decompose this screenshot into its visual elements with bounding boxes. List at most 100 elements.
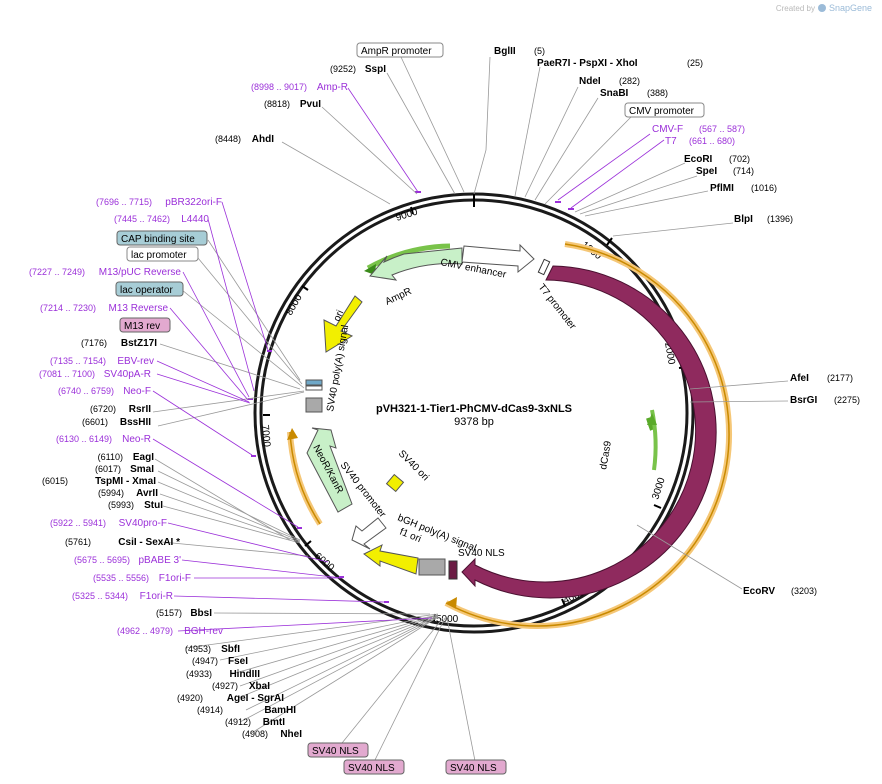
neo-orf-arc-core bbox=[289, 431, 321, 525]
site-bbsi[interactable]: BbsI bbox=[190, 608, 212, 619]
site-bamhi-pos: (4914) bbox=[197, 705, 223, 715]
site-afei[interactable]: AfeI bbox=[790, 373, 809, 384]
tick-label-7000: 7000 bbox=[259, 424, 272, 448]
primer-pbabe-pos: (5675 .. 5695) bbox=[74, 555, 130, 565]
dcas9-orf-arc-core bbox=[445, 243, 730, 627]
orf-arcs bbox=[287, 241, 733, 629]
site-sbfi[interactable]: SbfI bbox=[221, 644, 240, 655]
tick-1000 bbox=[606, 237, 613, 246]
primer-neof[interactable]: Neo-F bbox=[123, 386, 151, 397]
sv40-promoter-feature[interactable] bbox=[351, 517, 387, 550]
site-xbai[interactable]: XbaI bbox=[249, 681, 270, 692]
site-bmti[interactable]: BmtI bbox=[263, 717, 285, 728]
dcas9-feature[interactable] bbox=[461, 265, 717, 599]
cmv-promoter-box[interactable] bbox=[624, 102, 705, 118]
site-bamhi[interactable]: BamHI bbox=[264, 705, 296, 716]
site-eagi[interactable]: EagI bbox=[133, 452, 154, 463]
bgh-polya-feature[interactable] bbox=[418, 558, 446, 576]
site-paer7i[interactable]: PaeR7I - PspXI - XhoI bbox=[537, 58, 638, 69]
primer-pbr322[interactable]: pBR322ori-F bbox=[165, 197, 222, 208]
primer-f1orir[interactable]: F1ori-R bbox=[140, 591, 173, 602]
site-bglii[interactable]: BglII bbox=[494, 46, 516, 57]
orf-green-right-arrow bbox=[647, 413, 657, 425]
site-spei[interactable]: SpeI bbox=[696, 166, 717, 177]
ampr-promoter-box[interactable] bbox=[356, 42, 444, 58]
primer-l4440-pos: (7445 .. 7462) bbox=[114, 214, 170, 224]
primer-pbabe[interactable]: pBABE 3' bbox=[139, 555, 182, 566]
cap-binding-box[interactable] bbox=[116, 230, 208, 246]
sv40-nls-feature[interactable] bbox=[448, 560, 458, 580]
primer-sv40pro[interactable]: SV40pro-F bbox=[119, 518, 167, 529]
sv40-nls-box-2[interactable] bbox=[343, 759, 405, 775]
sv40-ori-feature[interactable] bbox=[385, 473, 405, 493]
primer-f1orif-pos: (5535 .. 5556) bbox=[93, 573, 149, 583]
sv40-nls-box-1[interactable] bbox=[307, 742, 369, 758]
site-bsshii[interactable]: BssHII bbox=[120, 417, 151, 428]
site-blpi[interactable]: BlpI bbox=[734, 214, 753, 225]
site-stui[interactable]: StuI bbox=[144, 500, 163, 511]
ori-feature[interactable] bbox=[323, 295, 363, 353]
primer-m13rev[interactable]: M13 Reverse bbox=[109, 303, 169, 314]
primer-cmvf[interactable]: CMV-F bbox=[652, 124, 683, 135]
f1-ori-feature[interactable] bbox=[363, 544, 419, 575]
lac-operator-feature[interactable] bbox=[305, 379, 323, 386]
site-ahdi[interactable]: AhdI bbox=[252, 134, 274, 145]
site-nhei[interactable]: NheI bbox=[280, 729, 302, 740]
tick-8000 bbox=[301, 285, 309, 291]
site-rsrii-pos: (6720) bbox=[90, 404, 116, 414]
site-pvui[interactable]: PvuI bbox=[300, 99, 321, 110]
primer-neor[interactable]: Neo-R bbox=[122, 434, 151, 445]
primer-sv40pa[interactable]: SV40pA-R bbox=[104, 369, 151, 380]
site-bbsi-pos: (5157) bbox=[156, 608, 182, 618]
primer-ebv[interactable]: EBV-rev bbox=[117, 356, 154, 367]
primer-ampr[interactable]: Amp-R bbox=[317, 82, 348, 93]
neor-kanr-feature[interactable] bbox=[306, 427, 353, 513]
site-hindiii[interactable]: HindIII bbox=[229, 669, 260, 680]
sv40-polya-feature[interactable] bbox=[305, 397, 323, 413]
site-bsshii-pos: (6601) bbox=[82, 417, 108, 427]
site-agei[interactable]: AgeI - SgrAI bbox=[227, 693, 284, 704]
site-ecorv[interactable]: EcoRV bbox=[743, 586, 775, 597]
m13-rev-box[interactable] bbox=[119, 317, 171, 333]
restriction-sites-left: (9252) SspI (8818) PvuI (8448) AhdI (717… bbox=[42, 64, 386, 740]
primer-l4440[interactable]: L4440 bbox=[181, 214, 209, 225]
tick-4000 bbox=[561, 598, 566, 607]
site-rsrii[interactable]: RsrII bbox=[129, 404, 151, 415]
primer-mark-neor bbox=[297, 527, 302, 529]
site-smai[interactable]: SmaI bbox=[130, 464, 154, 475]
site-tspmi-pos: (6015) bbox=[42, 476, 68, 486]
lac-operator-box[interactable] bbox=[115, 281, 184, 297]
site-ndei[interactable]: NdeI bbox=[579, 76, 601, 87]
primer-neof-pos: (6740 .. 6759) bbox=[58, 386, 114, 396]
site-snabi[interactable]: SnaBI bbox=[600, 88, 629, 99]
primer-pbr322-pos: (7696 .. 7715) bbox=[96, 197, 152, 207]
lac-promoter-box[interactable] bbox=[126, 246, 199, 262]
primer-f1orif[interactable]: F1ori-F bbox=[159, 573, 191, 584]
site-bglii-pos: (5) bbox=[534, 46, 545, 56]
site-fsei[interactable]: FseI bbox=[228, 656, 248, 667]
primer-bghrev[interactable]: BGH-rev bbox=[184, 626, 223, 637]
site-bstz17i[interactable]: BstZ17I bbox=[121, 338, 157, 349]
primer-t7-pos: (661 .. 680) bbox=[689, 136, 735, 146]
sv40-nls-box-3[interactable] bbox=[445, 759, 507, 775]
lac-promoter-feature[interactable] bbox=[305, 385, 323, 391]
t7-promoter-feature[interactable] bbox=[537, 258, 551, 276]
tick-3000 bbox=[653, 504, 662, 509]
primer-mark-m13puc bbox=[248, 398, 253, 400]
site-sspi-pos: (9252) bbox=[330, 64, 356, 74]
primer-mark-neof bbox=[251, 455, 256, 457]
snapgene-brand: SnapGene bbox=[828, 3, 872, 13]
site-csii[interactable]: CsiI - SexAI * bbox=[118, 537, 180, 548]
site-bsrgi[interactable]: BsrGI bbox=[790, 395, 817, 406]
site-avrii[interactable]: AvrII bbox=[136, 488, 158, 499]
site-pflmi[interactable]: PflMI bbox=[710, 183, 734, 194]
site-snabi-pos: (388) bbox=[647, 88, 668, 98]
primer-m13puc[interactable]: M13/pUC Reverse bbox=[99, 267, 182, 278]
site-tspmi[interactable]: TspMI - XmaI bbox=[95, 476, 156, 487]
site-sspi[interactable]: SspI bbox=[365, 64, 386, 75]
site-pflmi-pos: (1016) bbox=[751, 183, 777, 193]
site-ecori[interactable]: EcoRI bbox=[684, 154, 713, 165]
ampr-feature[interactable] bbox=[369, 247, 463, 281]
cmv-enhancer-feature[interactable] bbox=[461, 243, 535, 274]
primer-t7[interactable]: T7 bbox=[665, 136, 677, 147]
